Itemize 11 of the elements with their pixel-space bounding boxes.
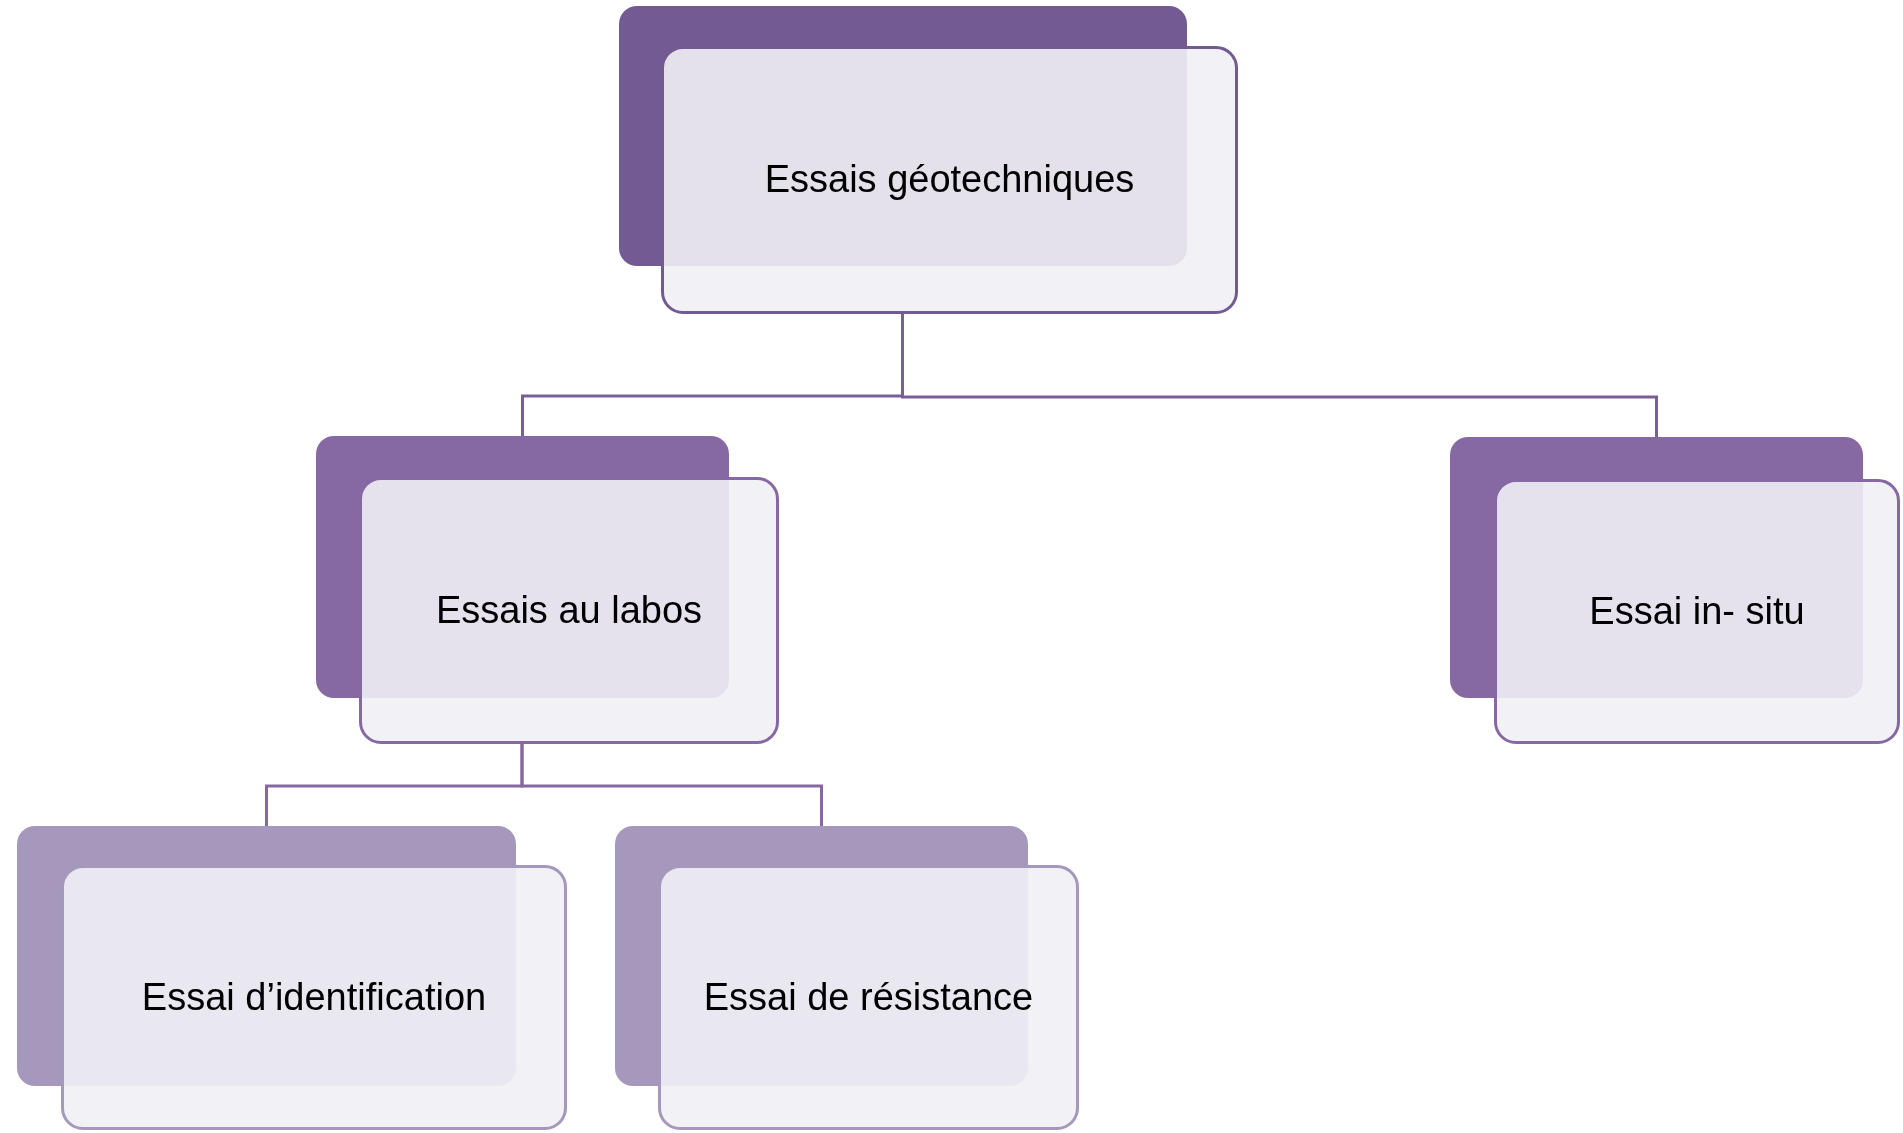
box-label: Essai de résistance [703, 974, 1034, 1020]
hierarchy-box [316, 436, 779, 744]
box-label: Essais géotechniques [764, 157, 1135, 203]
box-label: Essai in- situ [1589, 588, 1805, 634]
hierarchy-box [1450, 437, 1900, 744]
hierarchy-box [619, 6, 1238, 314]
box-label: Essais au labos [435, 587, 703, 633]
hierarchy-box [17, 826, 567, 1130]
hierarchy-box [615, 826, 1079, 1130]
box-label: Essai d’identification [141, 974, 487, 1020]
connector-line [520, 744, 823, 826]
